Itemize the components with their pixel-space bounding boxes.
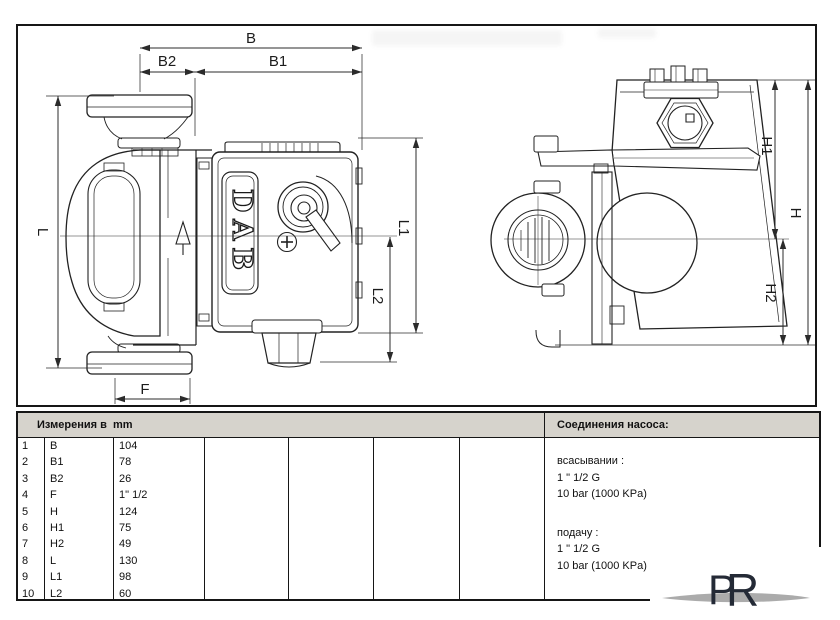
suction-pressure: 10 bar (1000 KPa) — [557, 488, 647, 500]
dim-row-label: H — [50, 505, 58, 518]
dim-row-number: 10 — [22, 587, 35, 600]
flow-arrow-icon — [175, 220, 191, 255]
pump-volute — [65, 149, 161, 337]
dim-label-f: F — [140, 381, 149, 398]
dim-label-h: H — [787, 208, 804, 219]
dimension-labels: B B2 B1 L F L1 L2 H1 H H2 — [34, 30, 804, 398]
column-dim-labels: B B1 B2 F H H1 H2 L L1 L2 — [45, 438, 114, 600]
bottom-flange — [86, 335, 193, 375]
dim-label-b: B — [246, 30, 256, 47]
suction-label: всасывании : — [557, 455, 625, 467]
connections-panel: всасывании : 1 " 1/2 G 10 bar (1000 KPa)… — [545, 438, 819, 599]
dim-row-value: 60 — [119, 587, 132, 600]
table-header-row: Измерения в mm Соединения насоса: — [18, 413, 819, 438]
dim-row-label: H1 — [50, 521, 65, 534]
flange-plate — [535, 163, 625, 348]
dim-row-number: 8 — [22, 554, 29, 567]
dim-row-value: 49 — [119, 538, 132, 551]
watermark-ghost — [372, 30, 562, 46]
vent-ribs — [261, 143, 319, 152]
drain-plug — [251, 319, 323, 368]
dim-row-value: 26 — [119, 472, 132, 485]
dim-row-value: 130 — [119, 554, 138, 567]
pump-front-view — [490, 65, 788, 348]
dim-row-number: 9 — [22, 571, 29, 584]
dim-row-label: H2 — [50, 538, 65, 551]
dim-row-value: 75 — [119, 521, 132, 534]
screw-icon — [276, 231, 298, 253]
dim-label-h1: H1 — [758, 136, 775, 155]
hex-plug — [656, 97, 714, 149]
dim-row-number: 3 — [22, 472, 29, 485]
motor-can — [596, 192, 698, 294]
table-body: 1 2 3 4 5 6 7 8 9 10 B B1 B2 F H H1 H2 L… — [18, 438, 819, 600]
dim-label-b1: B1 — [269, 53, 287, 70]
suction-size: 1 " 1/2 G — [557, 471, 601, 484]
pump-side-view — [65, 94, 363, 375]
dim-row-value: 1" 1/2 — [119, 489, 148, 502]
dim-label-h2: H2 — [762, 283, 779, 302]
logo-letter-r: R — [726, 564, 759, 616]
dim-row-number: 1 — [22, 440, 29, 452]
dim-label-b2: B2 — [158, 53, 176, 70]
dim-row-number: 2 — [22, 456, 29, 469]
dim-row-label: L2 — [50, 587, 63, 600]
top-flange — [86, 94, 193, 157]
dim-row-value: 78 — [119, 456, 132, 469]
dim-row-value: 104 — [119, 440, 138, 452]
dim-label-l: L — [34, 228, 51, 236]
dim-row-label: L — [50, 554, 57, 567]
dim-row-label: B — [50, 440, 58, 452]
dab-logo-text: DAB — [226, 189, 257, 277]
dim-label-l2: L2 — [369, 288, 386, 305]
logo-swoosh — [662, 592, 810, 603]
delivery-size: 1 " 1/2 G — [557, 543, 601, 555]
empty-column — [205, 438, 289, 599]
dim-row-label: B1 — [50, 456, 64, 469]
dim-row-label: B2 — [50, 472, 64, 485]
dim-row-label: L1 — [50, 571, 63, 584]
dimension-lines — [46, 44, 815, 404]
delivery-label: подачу : — [557, 526, 599, 539]
dim-row-number: 5 — [22, 505, 29, 518]
connections-header: Соединения насоса: — [545, 413, 819, 437]
dab-nameplate — [221, 171, 259, 295]
empty-column — [289, 438, 374, 599]
dim-row-number: 4 — [22, 489, 29, 502]
dim-row-value: 98 — [119, 571, 132, 584]
suction-flange — [490, 180, 586, 297]
empty-column — [460, 438, 545, 599]
empty-column — [374, 438, 460, 599]
delivery-pressure: 10 bar (1000 KPa) — [557, 559, 647, 572]
dim-row-number: 6 — [22, 521, 29, 534]
cable-glands — [649, 65, 708, 83]
column-row-numbers: 1 2 3 4 5 6 7 8 9 10 — [18, 438, 45, 600]
dim-row-number: 7 — [22, 538, 29, 551]
dim-row-value: 124 — [119, 505, 138, 518]
measurements-header: Измерения в mm — [18, 413, 545, 437]
dim-row-label: F — [50, 489, 57, 502]
speed-knob — [277, 175, 353, 252]
dim-label-l1: L1 — [395, 220, 412, 237]
column-dim-values: 104 78 26 1" 1/2 124 75 49 130 98 60 — [114, 438, 205, 600]
pr-watermark-logo: P R — [650, 547, 826, 620]
watermark-ghost — [598, 28, 656, 38]
logo-letter-p: P — [708, 566, 736, 613]
